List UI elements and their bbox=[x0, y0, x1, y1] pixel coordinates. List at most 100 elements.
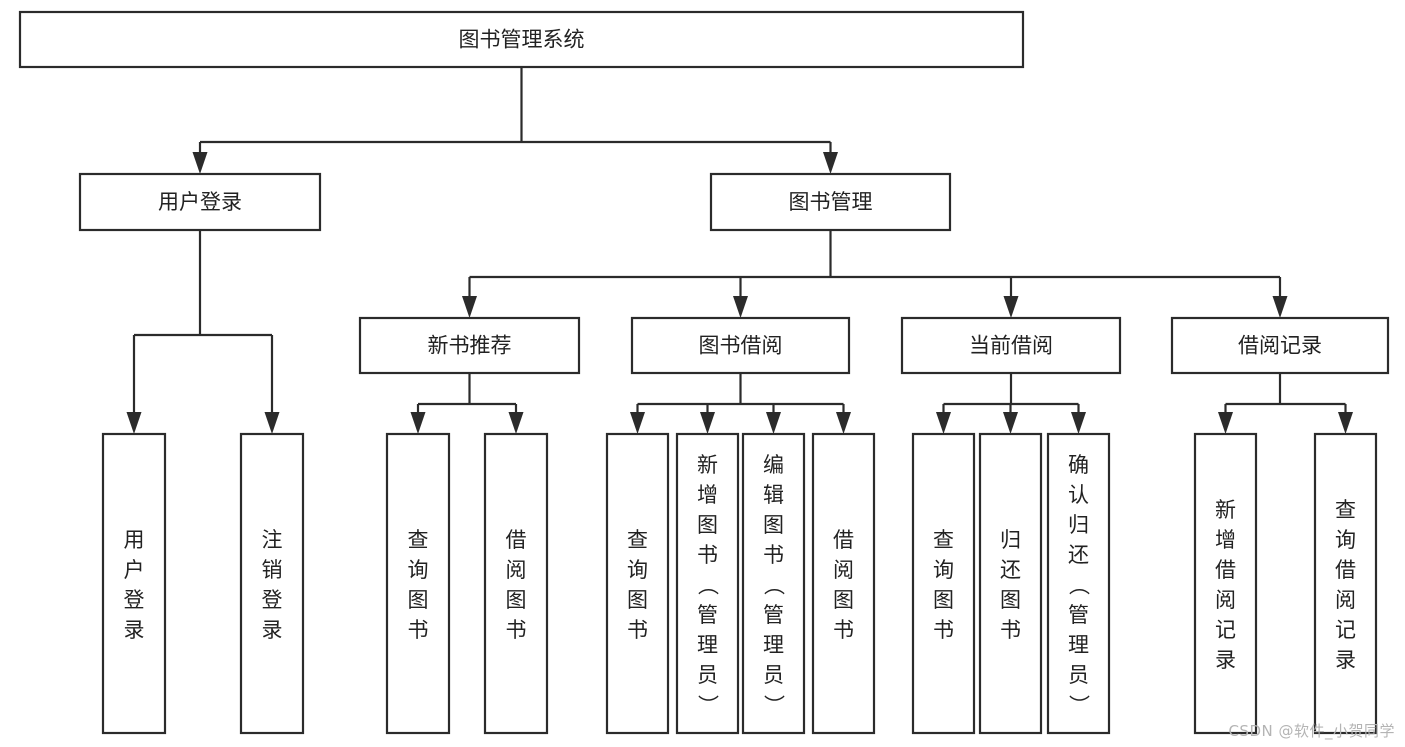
node-box-leaf-query-book-1[interactable] bbox=[385, 432, 451, 735]
svg-text:图: 图 bbox=[763, 513, 784, 537]
node-box-new-book-rec[interactable] bbox=[358, 316, 581, 375]
svg-text:理: 理 bbox=[1068, 633, 1089, 657]
arrow-head-icon bbox=[192, 152, 208, 174]
arrow-head-icon bbox=[1003, 412, 1018, 434]
svg-text:）: ） bbox=[696, 694, 720, 715]
arrow-head-icon bbox=[462, 296, 477, 318]
svg-text:还: 还 bbox=[1000, 558, 1021, 582]
node-user-login[interactable]: 用户登录 bbox=[78, 172, 322, 232]
svg-text:管: 管 bbox=[1068, 603, 1089, 627]
svg-text:借: 借 bbox=[833, 528, 854, 552]
svg-text:书: 书 bbox=[1000, 618, 1021, 642]
node-label-new-book-rec: 新书推荐 bbox=[428, 334, 512, 358]
svg-text:询: 询 bbox=[408, 558, 429, 582]
svg-text:询: 询 bbox=[1335, 528, 1356, 552]
node-book-borrow[interactable]: 图书借阅 bbox=[630, 316, 851, 375]
svg-text:询: 询 bbox=[627, 558, 648, 582]
arrow-head-icon bbox=[1218, 412, 1233, 434]
svg-text:图: 图 bbox=[627, 588, 648, 612]
svg-text:登: 登 bbox=[262, 588, 283, 612]
node-box-leaf-logout[interactable] bbox=[239, 432, 305, 735]
svg-text:新: 新 bbox=[697, 453, 718, 477]
node-box-user-login[interactable] bbox=[78, 172, 322, 232]
svg-text:录: 录 bbox=[262, 618, 283, 642]
svg-text:书: 书 bbox=[763, 543, 784, 567]
node-box-leaf-edit-book[interactable] bbox=[741, 432, 806, 735]
node-box-book-manage[interactable] bbox=[709, 172, 952, 232]
node-box-leaf-query-record[interactable] bbox=[1313, 432, 1378, 735]
node-leaf-user-login[interactable]: 用户登录 bbox=[101, 432, 167, 735]
svg-text:）: ） bbox=[1067, 694, 1091, 715]
svg-text:图: 图 bbox=[506, 588, 527, 612]
node-box-leaf-query-book-2[interactable] bbox=[605, 432, 670, 735]
svg-text:）: ） bbox=[762, 694, 786, 715]
arrow-head-icon bbox=[936, 412, 951, 434]
svg-text:书: 书 bbox=[833, 618, 854, 642]
arrow-head-icon bbox=[508, 412, 524, 434]
node-box-current-borrow[interactable] bbox=[900, 316, 1122, 375]
svg-text:借: 借 bbox=[506, 528, 527, 552]
node-current-borrow[interactable]: 当前借阅 bbox=[900, 316, 1122, 375]
node-box-leaf-user-login[interactable] bbox=[101, 432, 167, 735]
node-box-root[interactable] bbox=[18, 10, 1025, 69]
svg-text:书: 书 bbox=[408, 618, 429, 642]
connectors-layer bbox=[126, 67, 1353, 434]
node-box-leaf-borrow-book-1[interactable] bbox=[483, 432, 549, 735]
arrow-head-icon bbox=[264, 412, 280, 434]
node-box-leaf-borrow-book-2[interactable] bbox=[811, 432, 876, 735]
svg-text:查: 查 bbox=[627, 528, 648, 552]
node-box-leaf-query-book-3[interactable] bbox=[911, 432, 976, 735]
svg-text:辑: 辑 bbox=[763, 483, 784, 507]
node-new-book-rec[interactable]: 新书推荐 bbox=[358, 316, 581, 375]
arrow-head-icon bbox=[823, 152, 838, 174]
node-box-borrow-record[interactable] bbox=[1170, 316, 1390, 375]
svg-text:查: 查 bbox=[408, 528, 429, 552]
svg-text:阅: 阅 bbox=[1215, 588, 1236, 612]
node-box-leaf-add-book[interactable] bbox=[675, 432, 740, 735]
arrow-head-icon bbox=[630, 412, 645, 434]
svg-text:记: 记 bbox=[1335, 618, 1356, 642]
node-book-manage[interactable]: 图书管理 bbox=[709, 172, 952, 232]
svg-text:借: 借 bbox=[1335, 558, 1356, 582]
svg-text:理: 理 bbox=[697, 633, 718, 657]
node-root[interactable]: 图书管理系统 bbox=[18, 10, 1025, 69]
svg-text:记: 记 bbox=[1215, 618, 1236, 642]
node-box-leaf-add-record[interactable] bbox=[1193, 432, 1258, 735]
svg-text:编: 编 bbox=[763, 453, 784, 477]
svg-text:阅: 阅 bbox=[1335, 588, 1356, 612]
svg-text:员: 员 bbox=[697, 663, 718, 687]
node-label-current-borrow: 当前借阅 bbox=[969, 334, 1053, 358]
node-borrow-record[interactable]: 借阅记录 bbox=[1170, 316, 1390, 375]
svg-text:图: 图 bbox=[1000, 588, 1021, 612]
svg-text:（: （ bbox=[1067, 574, 1091, 595]
node-label-book-manage: 图书管理 bbox=[789, 190, 873, 214]
node-box-leaf-return-book[interactable] bbox=[978, 432, 1043, 735]
svg-text:登: 登 bbox=[124, 588, 145, 612]
node-box-book-borrow[interactable] bbox=[630, 316, 851, 375]
nodes-layer: 图书管理系统用户登录图书管理新书推荐图书借阅当前借阅借阅记录用户登录注销登录查询… bbox=[18, 10, 1390, 735]
svg-text:书: 书 bbox=[697, 543, 718, 567]
svg-text:还: 还 bbox=[1068, 543, 1089, 567]
svg-text:归: 归 bbox=[1068, 513, 1089, 537]
arrow-head-icon bbox=[1003, 296, 1019, 318]
node-box-leaf-confirm-return[interactable] bbox=[1046, 432, 1111, 735]
